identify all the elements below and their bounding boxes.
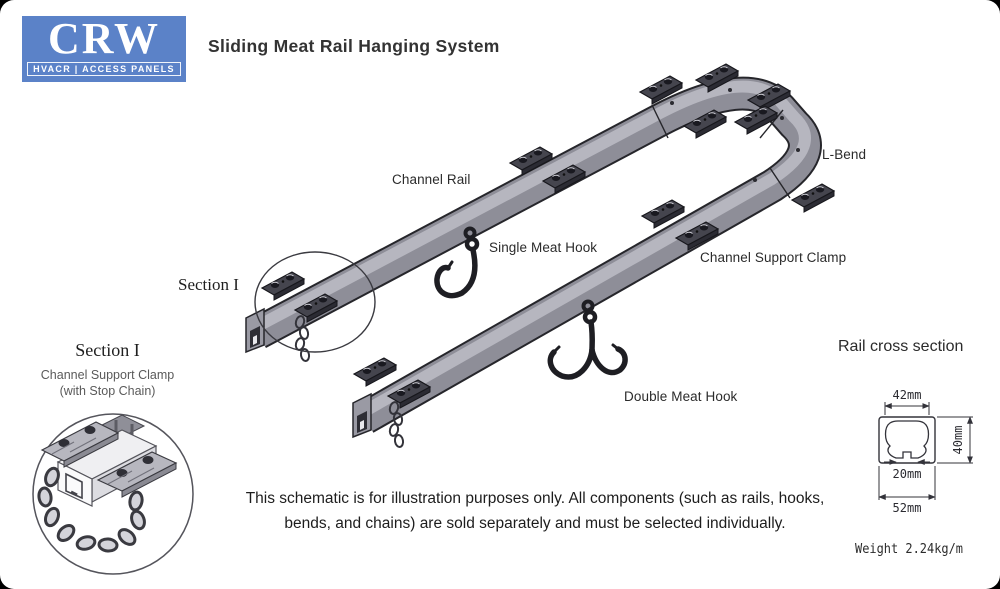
section-detail-subtitle2: (with Stop Chain) [59,384,156,398]
logo-brand-text: CRW [47,14,160,63]
label-double-meat-hook: Double Meat Hook [624,389,738,404]
rail-end-cap-lower [352,392,372,439]
disclaimer-line1: This schematic is for illustration purpo… [245,490,825,507]
rail-joints [651,104,791,199]
disclaimer-line2: bends, and chains) are sold separately a… [284,515,786,532]
rail-cross-section-figure [878,402,973,500]
channel-support-clamps [261,63,835,409]
label-single-meat-hook: Single Meat Hook [489,240,598,255]
section-detail-drawing [32,413,194,575]
section-detail-subtitle: Channel Support Clamp [40,368,175,382]
crw-logo: CRW HVACR | ACCESS PANELS [22,16,186,82]
label-channel-support-clamp: Channel Support Clamp [700,250,847,265]
rail-end-cap-upper [245,307,265,354]
bend-rivets [670,88,800,182]
section-detail-title: Section I [75,340,140,360]
section-annotation-circle [254,251,376,353]
cross-section-title: Rail cross section [838,338,964,355]
dim-top-label: 42mm [893,388,922,402]
logo-tagline-text: HVACR | ACCESS PANELS [27,62,181,76]
double-meat-hook [547,299,628,380]
dim-bottom-label: 52mm [893,501,922,515]
label-l-bend: L-Bend [822,147,867,162]
page-title: Sliding Meat Rail Hanging System [208,36,500,56]
label-section-ref: Section I [178,275,239,294]
detail-stop-chain [37,466,146,553]
disclaimer-text: This schematic is for illustration purpo… [205,486,865,536]
dim-inner-label: 20mm [893,467,922,481]
rail-weight-label: Weight 2.24kg/m [855,542,964,557]
label-channel-rail: Channel Rail [392,172,471,187]
dim-right-label: 40mm [951,426,965,455]
single-meat-hook [434,226,480,299]
